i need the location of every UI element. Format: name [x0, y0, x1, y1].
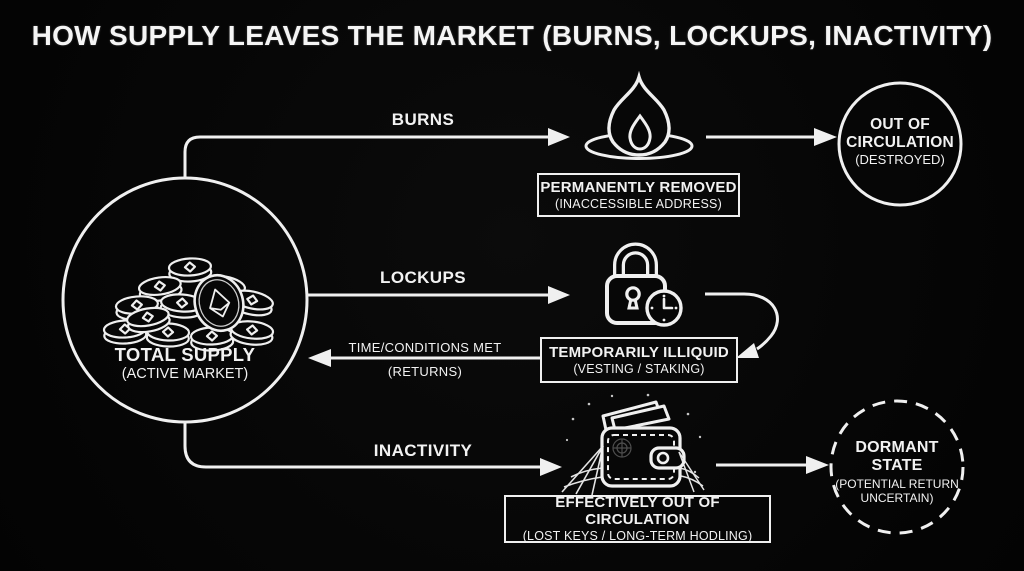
inactivity-branch-line [185, 422, 540, 467]
cobweb-right [679, 452, 704, 492]
dormant-state-line2: STATE [871, 457, 923, 474]
out-of-circulation-label: OUT OF CIRCULATION (DESTROYED) [835, 116, 965, 168]
permanently-removed-subtitle: (INACCESSIBLE ADDRESS) [555, 196, 722, 211]
out-of-circulation-circle [839, 83, 961, 205]
inactivity-arrowhead [540, 458, 562, 476]
page-title: HOW SUPPLY LEAVES THE MARKET (BURNS, LOC… [31, 20, 993, 51]
burns-branch-line [185, 137, 548, 178]
effectively-out-title: EFFECTIVELY OUT OF CIRCULATION [555, 494, 720, 528]
permanently-removed-title: PERMANENTLY REMOVED [540, 178, 737, 196]
burns-flow-label: BURNS [391, 110, 455, 129]
returns-action-label: (RETURNS) [387, 364, 463, 379]
inactivity-flow-label: INACTIVITY [373, 441, 473, 460]
dormant-state-line1: DORMANT [855, 439, 939, 456]
total-supply-subtitle: (ACTIVE MARKET) [121, 366, 249, 382]
padlock-clock-icon [607, 249, 681, 326]
returns-arrowhead [308, 349, 331, 367]
burns-arrowhead [548, 128, 570, 146]
effectively-out-box: EFFECTIVELY OUT OF CIRCULATION (LOST KEY… [504, 494, 771, 543]
inactivity-outcome-arrowhead [806, 456, 829, 474]
out-of-circulation-line1: OUT OF [870, 116, 930, 133]
temporarily-illiquid-title: TEMPORARILY ILLIQUID [549, 343, 729, 361]
effectively-out-subtitle: (LOST KEYS / LONG-TERM HODLING) [522, 529, 753, 543]
burns-outcome-arrowhead [814, 128, 837, 146]
out-of-circulation-line2: CIRCULATION [846, 134, 954, 151]
lockups-arrowhead [548, 286, 570, 304]
temporarily-illiquid-box: TEMPORARILY ILLIQUID (VESTING / STAKING) [540, 337, 738, 383]
total-supply-title: TOTAL SUPPLY [114, 344, 256, 365]
returns-condition-label: TIME/CONDITIONS MET [348, 340, 502, 355]
eth-coin-pile-icon [102, 256, 276, 353]
temporarily-illiquid-subtitle: (VESTING / STAKING) [573, 361, 705, 376]
inner-web-patch [613, 439, 631, 457]
dormant-state-subtitle1: (POTENTIAL RETURN [835, 477, 959, 491]
cobweb-left [562, 446, 603, 495]
eth-coin-front [188, 269, 250, 336]
dormant-state-circle [831, 401, 963, 533]
lockup-curve-arrow [705, 294, 777, 349]
out-of-circulation-subtitle: (DESTROYED) [855, 152, 945, 167]
cobweb-wallet-icon [562, 393, 704, 495]
permanently-removed-box: PERMANENTLY REMOVED (INACCESSIBLE ADDRES… [537, 173, 740, 217]
lockups-flow-label: LOCKUPS [380, 268, 466, 287]
dormant-state-subtitle2: UNCERTAIN) [860, 491, 934, 505]
sparkle-dots [565, 393, 702, 474]
lockup-curve-arrowhead [736, 343, 759, 358]
total-supply-label: TOTAL SUPPLY (ACTIVE MARKET) [65, 344, 305, 383]
dormant-state-label: DORMANT STATE (POTENTIAL RETURN UNCERTAI… [822, 439, 972, 505]
fire-icon [586, 77, 692, 159]
